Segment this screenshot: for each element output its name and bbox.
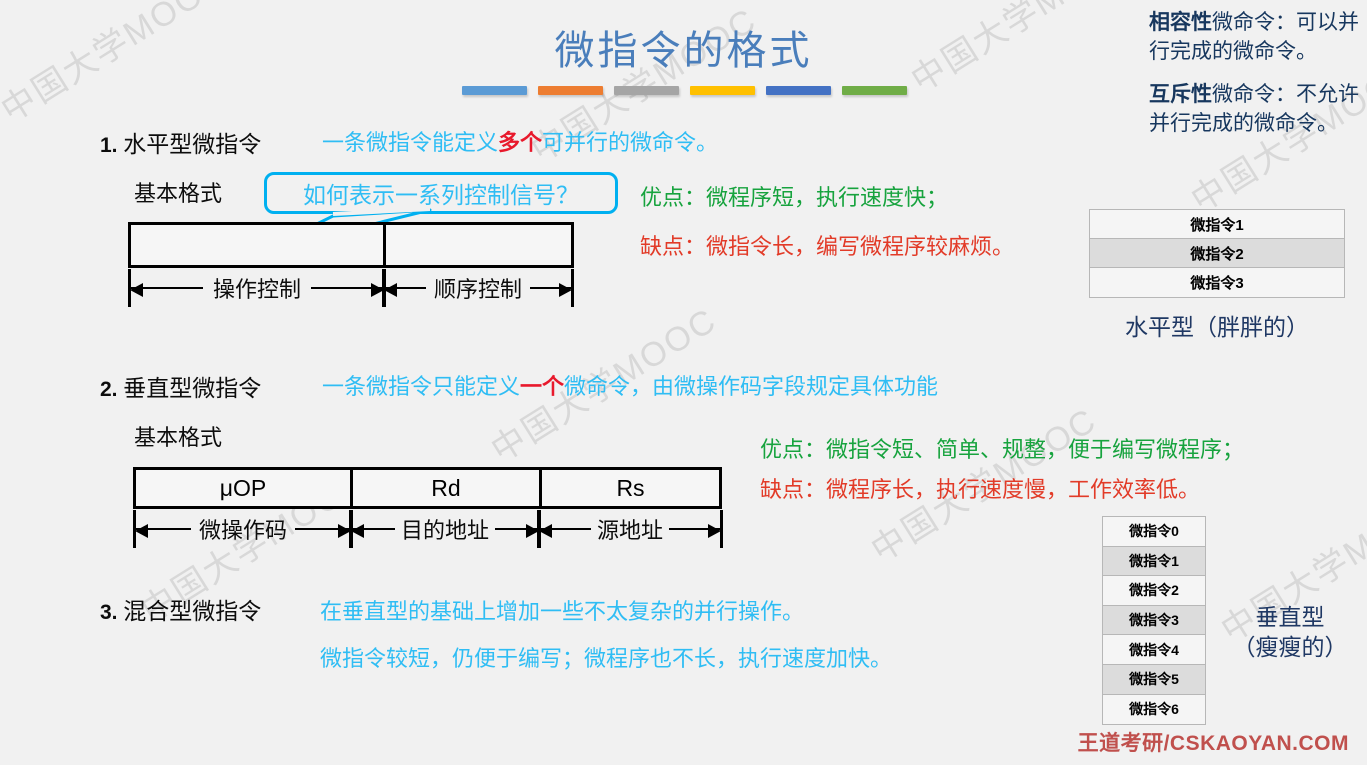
section1-con: 缺点：微指令长，编写微程序较麻烦。 <box>640 234 1015 259</box>
section2-description: 一条微指令只能定义一个微命令，由微操作码字段规定具体功能 <box>322 369 938 401</box>
arrow-right-line <box>311 283 385 297</box>
tick-mark <box>720 510 723 548</box>
table-row: 微指令6 <box>1103 694 1205 725</box>
brand-watermark: 王道考研/CSKAOYAN.COM <box>1077 732 1349 755</box>
section1-format-label: 基本格式 <box>134 181 223 206</box>
note-exclusive: 互斥性微命令：不允许并行完成的微命令。 <box>1149 80 1359 138</box>
note-compatible-term: 相容性 <box>1149 10 1212 34</box>
note-compatible: 相容性微命令：可以并行完成的微命令。 <box>1149 8 1359 66</box>
definition-notes: 相容性微命令：可以并行完成的微命令。 互斥性微命令：不允许并行完成的微命令。 <box>1149 8 1359 152</box>
page-title: 微指令的格式 <box>554 28 813 73</box>
format2-measure-rd: 目的地址 <box>349 509 541 549</box>
arrow-right-line <box>530 283 573 297</box>
double-arrow-icon: 目的地址 <box>351 513 540 545</box>
accent-bar-2 <box>538 86 603 95</box>
accent-bar-6 <box>842 86 907 95</box>
section2-desc-highlight: 一个 <box>520 374 565 399</box>
title-accent-bars <box>462 86 907 95</box>
section1-description: 一条微指令能定义多个可并行的微命令。 <box>322 125 718 157</box>
tick-mark <box>133 510 136 548</box>
format2-label-uop: 微操作码 <box>199 518 288 543</box>
double-arrow-icon: 顺序控制 <box>384 272 573 304</box>
arrow-left-line <box>351 524 395 538</box>
vertical-table-caption-line2: （瘦瘦的） <box>1232 635 1348 660</box>
section3-line1: 在垂直型的基础上增加一些不太复杂的并行操作。 <box>320 599 805 624</box>
horizontal-microinstruction-table: 微指令1 微指令2 微指令3 <box>1089 209 1345 298</box>
note-exclusive-term: 互斥性 <box>1149 82 1212 106</box>
table-row: 微指令1 <box>1103 546 1205 577</box>
format1-measure-sequence: 顺序控制 <box>382 268 574 308</box>
format1-cell-operation <box>131 225 386 265</box>
section2-pro: 优点：微指令短、简单、规整，便于编写微程序； <box>760 437 1245 462</box>
horizontal-format-diagram <box>128 222 574 268</box>
section2-desc-pre: 一条微指令只能定义 <box>322 374 521 399</box>
callout-box: 如何表示一系列控制信号？ <box>264 172 618 214</box>
section2-desc-post: 微命令，由微操作码字段规定具体功能 <box>564 374 939 399</box>
section1-desc-highlight: 多个 <box>498 130 543 155</box>
table-row: 微指令2 <box>1103 576 1205 606</box>
table-row: 微指令4 <box>1103 635 1205 665</box>
format1-cell-sequence <box>386 225 571 265</box>
table-row: 微指令2 <box>1090 239 1344 268</box>
format1-label-operation: 操作控制 <box>213 277 302 302</box>
table-row: 微指令0 <box>1103 517 1205 547</box>
section2-title: 垂直型微指令 <box>123 376 262 401</box>
section3-heading: 3. 混合型微指令 <box>100 592 261 626</box>
section3-title: 混合型微指令 <box>123 599 262 624</box>
section1-title: 水平型微指令 <box>123 132 262 157</box>
tick-mark <box>537 510 540 548</box>
table-row: 微指令3 <box>1090 268 1344 297</box>
note-exclusive-text: 微命令：不允许并行完成的微命令。 <box>1149 82 1359 135</box>
vertical-format-diagram: μOP Rd Rs <box>133 467 722 509</box>
vertical-microinstruction-table: 微指令0 微指令1 微指令2 微指令3 微指令4 微指令5 微指令6 <box>1102 516 1206 726</box>
tick-mark <box>128 269 131 307</box>
arrow-left-line <box>539 524 591 538</box>
accent-bar-5 <box>766 86 831 95</box>
format2-cell-rd: Rd <box>353 470 542 506</box>
format2-measure-uop: 微操作码 <box>133 509 353 549</box>
note-compatible-text: 微命令：可以并行完成的微命令。 <box>1149 10 1359 63</box>
vertical-table-caption-line1: 垂直型 <box>1255 605 1325 630</box>
arrow-right-line <box>669 524 722 538</box>
table-row: 微指令5 <box>1103 664 1205 695</box>
double-arrow-icon: 源地址 <box>539 513 722 545</box>
tick-mark <box>349 510 352 548</box>
table-row: 微指令1 <box>1090 210 1344 239</box>
format1-label-sequence: 顺序控制 <box>434 277 523 302</box>
accent-bar-1 <box>462 86 527 95</box>
format2-measure-rs: 源地址 <box>537 509 723 549</box>
section1-pro: 优点：微程序短，执行速度快； <box>640 185 949 210</box>
section2-heading: 2. 垂直型微指令 <box>100 369 261 403</box>
double-arrow-icon: 微操作码 <box>135 513 352 545</box>
arrow-right-line <box>295 524 352 538</box>
section1-heading: 1. 水平型微指令 <box>100 125 261 159</box>
section2-con: 缺点：微程序长，执行速度慢，工作效率低。 <box>760 477 1201 502</box>
tick-mark <box>571 269 574 307</box>
arrow-left-line <box>135 524 191 538</box>
section1-number: 1. <box>100 134 118 157</box>
accent-bar-4 <box>690 86 755 95</box>
section3-line2: 微指令较短，仍便于编写；微程序也不长，执行速度加快。 <box>320 646 893 671</box>
section1-desc-pre: 一条微指令能定义 <box>322 130 499 155</box>
arrow-left-line <box>130 283 203 297</box>
format2-label-rd: 目的地址 <box>401 518 490 543</box>
horizontal-table-caption: 水平型（胖胖的） <box>1125 315 1309 340</box>
section2-format-label: 基本格式 <box>134 425 223 450</box>
format2-cell-uop: μOP <box>136 470 353 506</box>
format2-cell-rs: Rs <box>616 474 645 501</box>
section3-number: 3. <box>100 601 118 624</box>
double-arrow-icon: 操作控制 <box>130 272 385 304</box>
section2-number: 2. <box>100 378 118 401</box>
arrow-left-line <box>384 283 426 297</box>
accent-bar-3 <box>614 86 679 95</box>
table-row: 微指令3 <box>1103 605 1205 636</box>
format1-measure-operation: 操作控制 <box>128 268 386 308</box>
arrow-right-line <box>495 524 540 538</box>
section1-desc-post: 可并行的微命令。 <box>542 130 719 155</box>
format2-label-rs: 源地址 <box>597 518 664 543</box>
tick-mark <box>382 269 385 307</box>
